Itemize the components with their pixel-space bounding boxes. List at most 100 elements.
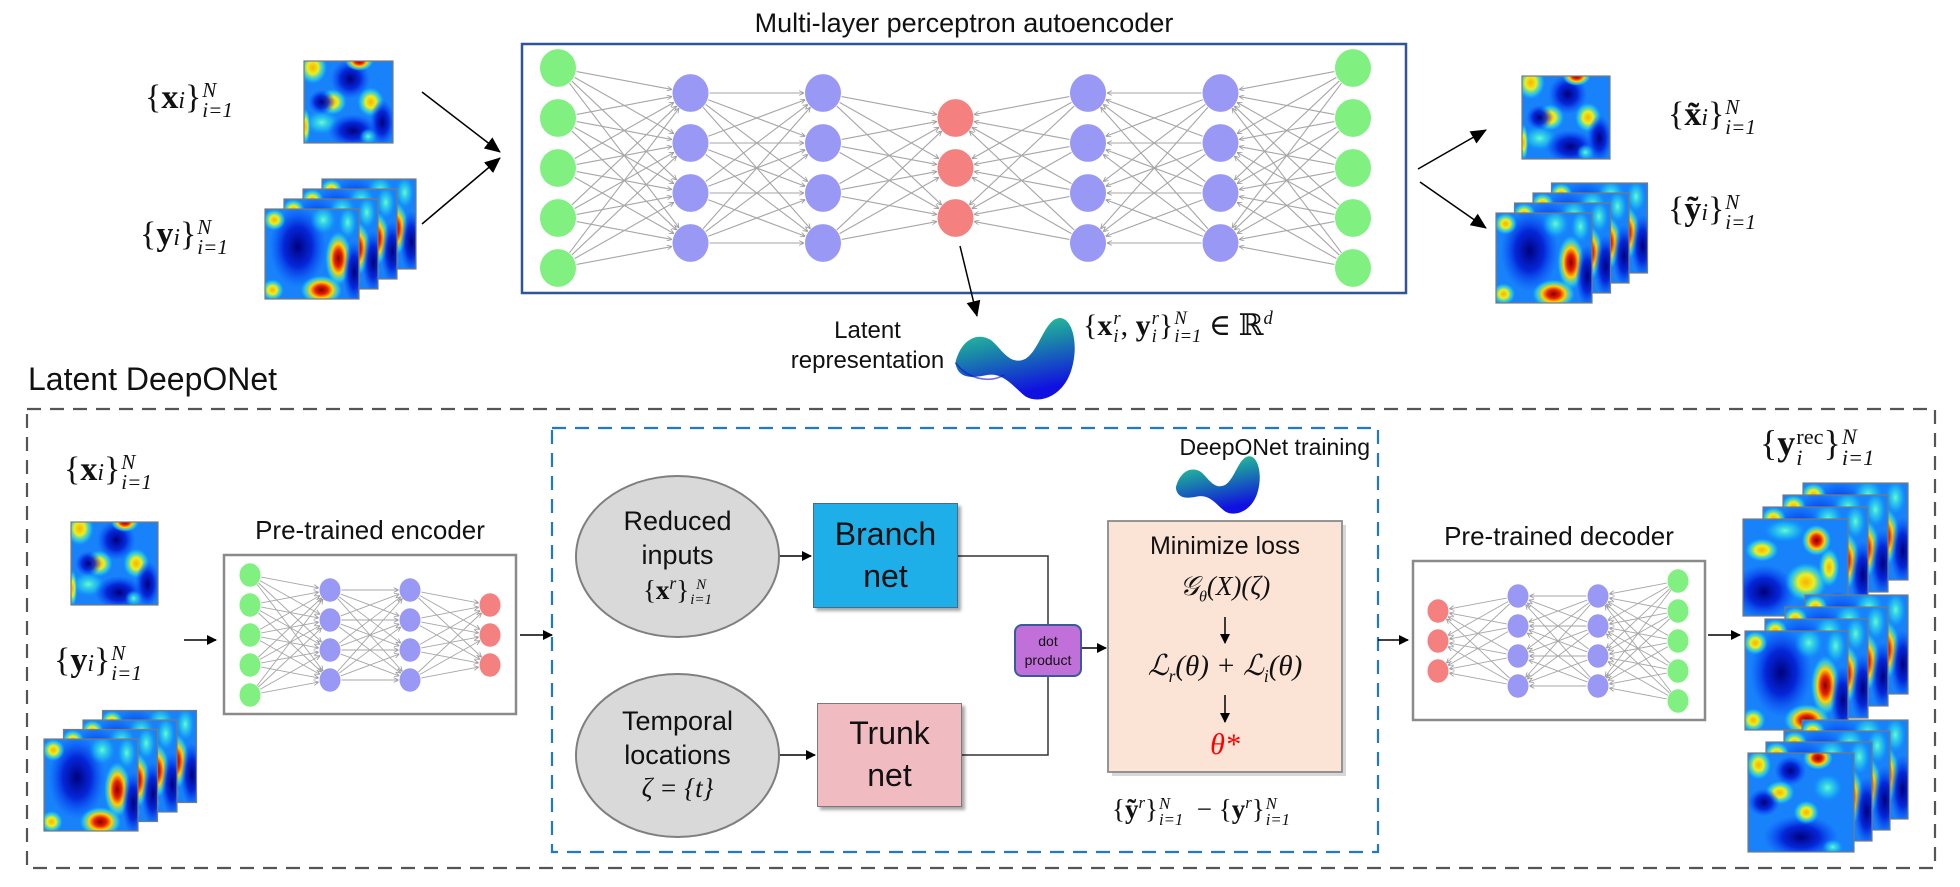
minus-sign: − [1196,794,1212,824]
network-neuron [805,124,841,162]
network-neuron [1667,629,1689,653]
network-edge [1237,76,1337,135]
network-neuron [319,638,341,662]
network-neuron [1202,174,1239,212]
network-edge [1449,673,1507,685]
network-edge [974,195,1070,215]
loss-r-subscript: r [1168,665,1176,686]
set-subscript: i=1 [1265,809,1291,829]
network-edge [1608,586,1669,621]
y-superscript: r [1245,793,1252,812]
brace-close: } [1158,309,1174,342]
network-edge [1449,657,1507,669]
reduced-inputs-line2: inputs [641,540,714,571]
network-edge [1527,632,1590,679]
network-neuron [1070,224,1106,262]
network-neuron [239,623,261,647]
network-neuron [937,99,974,137]
encoder-title: Pre-trained encoder [255,515,485,545]
network-edge [571,156,677,256]
x-superscript: r [1113,308,1121,330]
network-edge [571,106,677,206]
network-neuron [1335,199,1371,237]
network-edge [418,613,481,673]
network-neuron [479,653,501,677]
network-edges [1446,582,1672,700]
set-superscript: N [1174,308,1187,330]
network-edge [1103,104,1206,181]
network-neuron [1427,659,1449,683]
arrow-x-to-autoencoder [421,91,501,153]
branch-line2: net [863,557,908,594]
network-neuron [399,638,421,662]
network-neuron [1587,614,1609,638]
network-edge [705,104,808,182]
heatmap-frame [264,208,360,300]
arrow-to-reconstructed-x [1417,129,1487,170]
network-edge [261,592,318,604]
network-neuron [399,668,421,692]
trunk-net: Trunk net [817,703,962,807]
network-edge [974,95,1070,115]
output-heatmap-stack-1 [1742,482,1909,617]
y-symbol: y [70,641,88,679]
x-subscript: i [97,459,104,486]
network-edge [1608,646,1669,681]
y-subscript: i [1151,326,1157,348]
heatmap-frame [1495,212,1593,304]
network-neuron [1070,174,1106,212]
set-superscript: N [696,577,707,594]
heatmap-frame [303,60,394,144]
x-symbol: x [655,574,670,605]
latent-deeponet-frame [25,407,1937,870]
element-of-reals: ∈ ℝ [1201,309,1264,342]
network-edge [419,641,480,675]
loss-r-symbol: ℒ [1147,650,1169,682]
network-edge [972,151,1072,210]
network-neuron [1667,659,1689,683]
heatmap-frame [1747,752,1855,853]
x-symbol: x [1097,309,1113,342]
network-neuron [319,608,341,632]
y-symbol: y [1231,794,1246,824]
y-tilde-symbol: ỹ [1684,190,1702,228]
network-neuron [540,249,576,287]
temporal-line2: locations [624,739,731,770]
reduced-inputs-line1: Reduced [623,506,732,537]
network-edge [1106,199,1203,237]
encoder-network [239,563,501,707]
network-edge [1606,618,1670,678]
network-neuron [1667,599,1689,623]
network-edge [841,222,937,241]
network-neuron [239,653,261,677]
network-neuron [540,99,576,137]
network-neuron [672,174,709,212]
loss-r-args: (θ) + [1175,650,1243,682]
set-subscript: i=1 [202,98,233,123]
network-edge [1448,601,1509,636]
set-superscript: N [1158,793,1171,813]
network-neuron [672,74,709,112]
autoencoder-title: Multi-layer perceptron autoencoder [754,8,1174,38]
network-neuron [540,199,576,237]
network-neuron [937,149,974,187]
set-subscript: i=1 [121,470,152,495]
network-edge [576,97,672,116]
operator-subscript: θ [1198,587,1207,606]
network-neuron [672,124,709,162]
network-edge [969,105,1075,205]
network-edge [972,101,1072,160]
set-superscript: N [1265,793,1277,813]
network-edge [259,596,320,630]
y-subscript: i [173,224,180,251]
network-edge [421,591,478,603]
